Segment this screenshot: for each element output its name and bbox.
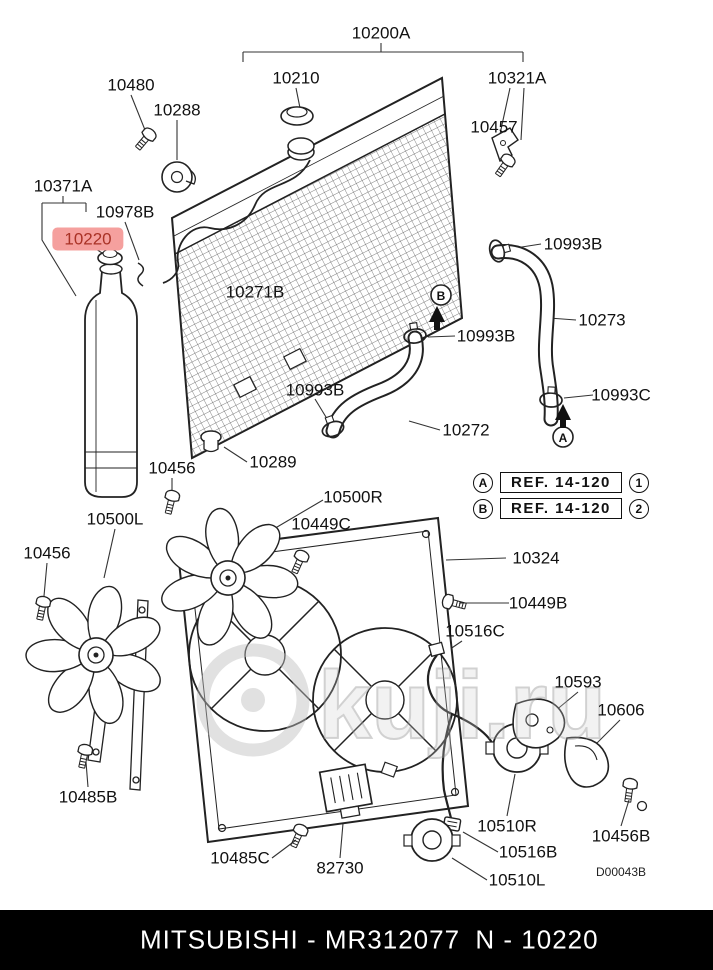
part-label-82730: 82730 [316, 858, 364, 878]
part-label-10324: 10324 [512, 548, 560, 568]
bolt-10457 [491, 151, 518, 180]
bracket-10288 [161, 161, 196, 193]
flow-arrow-a [555, 404, 571, 428]
bolt-10480 [131, 125, 159, 154]
watermark: kuji.ru [196, 643, 607, 760]
relay-module-82730 [318, 763, 373, 819]
part-label-10978B: 10978B [95, 202, 155, 222]
drawing-code: D00043B [595, 865, 647, 879]
expansion-tank [84, 248, 145, 498]
part-label-10500L: 10500L [86, 509, 144, 529]
lower-hose [325, 330, 424, 439]
tube-clip [137, 262, 145, 287]
part-label-10321A: 10321A [487, 68, 547, 88]
bolt-10456-upper [160, 488, 182, 516]
part-label-10456-upper: 10456 [148, 458, 196, 478]
watermark-logo [196, 643, 310, 757]
part-label-10289: 10289 [249, 452, 297, 472]
part-label-10993B-2: 10993B [456, 326, 516, 346]
part-label-10993B-1: 10993B [543, 234, 603, 254]
part-label-10449B: 10449B [508, 593, 568, 613]
connection-marker-A: A [552, 404, 574, 448]
footer-bar: MITSUBISHI - MR312077 N - 10220 [0, 910, 713, 970]
part-label-10510L: 10510L [488, 870, 546, 890]
cover-10606 [563, 736, 610, 788]
overflow-tube [162, 159, 311, 284]
part-label-10457: 10457 [470, 117, 518, 137]
part-label-10200A: 10200A [351, 23, 411, 43]
part-label-10456-left: 10456 [23, 543, 71, 563]
flow-arrow-b [429, 306, 445, 330]
reference-row-a: A REF. 14-120 1 [473, 472, 649, 493]
drain-plug [200, 430, 222, 453]
part-label-10516C: 10516C [445, 621, 505, 641]
part-label-10510R: 10510R [477, 816, 537, 836]
radiator-cap [280, 106, 314, 126]
part-label-10606: 10606 [597, 700, 645, 720]
diagram-line-art: B A [0, 43, 648, 881]
part-label-10271B: 10271B [225, 282, 285, 302]
marker-letter-b: B [437, 289, 446, 303]
watermark-text: kuji.ru [318, 652, 606, 759]
wiring-harness [426, 641, 499, 819]
tank-cap [97, 248, 123, 266]
part-label-10220-highlighted: 10220 [52, 227, 124, 251]
part-label-10371A: 10371A [33, 176, 93, 196]
washer-10456B [636, 800, 648, 812]
part-label-10485B: 10485B [58, 787, 118, 807]
part-label-10485C: 10485C [210, 848, 270, 868]
footer-part-info: MITSUBISHI - MR312077 [139, 924, 461, 955]
ref-marker-b: B [473, 498, 493, 519]
part-label-10456B: 10456B [591, 826, 651, 846]
part-label-10993B-3: 10993B [285, 380, 345, 400]
ref-text-b: REF. 14-120 [500, 498, 622, 519]
part-label-10449C: 10449C [291, 514, 351, 534]
part-label-10993C: 10993C [591, 385, 651, 405]
bracket-10321A [491, 127, 519, 162]
connector-small [380, 761, 399, 778]
ref-num-1: 1 [628, 472, 649, 493]
marker-letter-a: A [559, 431, 568, 445]
part-label-10480: 10480 [107, 75, 155, 95]
footer-part-number: N - 10220 [475, 924, 599, 955]
bracket-10593 [512, 698, 566, 749]
part-label-10273: 10273 [578, 310, 626, 330]
part-label-10272: 10272 [442, 420, 490, 440]
fan-motor-left [403, 818, 461, 862]
radiator [170, 76, 464, 460]
part-label-10516B: 10516B [498, 842, 558, 862]
part-label-10593: 10593 [554, 672, 602, 692]
connection-marker-B: B [429, 284, 452, 330]
ref-text-a: REF. 14-120 [500, 472, 622, 493]
bolt-10456B [620, 776, 639, 804]
part-label-10500R: 10500R [323, 487, 383, 507]
ref-marker-a: A [473, 472, 493, 493]
part-label-10288: 10288 [153, 100, 201, 120]
ref-num-2: 2 [628, 498, 649, 519]
part-label-10210: 10210 [272, 68, 320, 88]
reference-row-b: B REF. 14-120 2 [473, 498, 649, 519]
